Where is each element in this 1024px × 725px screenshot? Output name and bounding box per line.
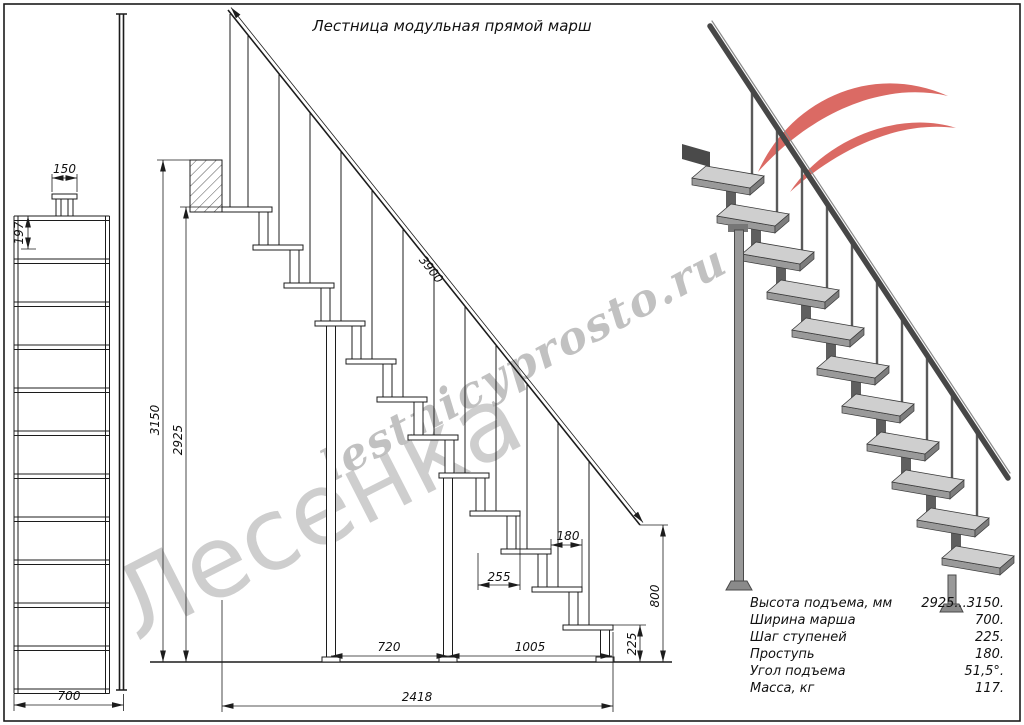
dim-label-800: 800 [648,584,662,607]
spec-value: 180. [975,647,1004,662]
wall-mount-block [189,159,223,213]
iso-balusters [750,90,979,524]
dim-label-150: 150 [53,162,76,176]
spec-value: 700. [975,613,1004,628]
iso-wall-bracket [682,144,710,167]
dim-label-1005: 1005 [515,640,546,654]
iso-rear-post-flange [939,603,964,613]
brand-logo-swoosh-top [758,83,948,172]
iso-tread-side-faces [749,175,1015,576]
dim-line-3900 [230,7,644,523]
spec-table: Высота подъема, мм 2925...3150. Ширина м… [750,596,1004,696]
iso-front-post [734,229,744,583]
spec-label: Проступь [750,647,815,662]
spec-label: Ширина марша [750,613,856,628]
spec-value: 51,5°. [964,664,1004,679]
brand-logo-swoosh-bottom [790,122,956,192]
iso-tread-top-faces [691,165,1015,569]
front-view-rails [13,216,110,694]
iso-handrail [707,23,1011,481]
dim-label-255: 255 [488,570,511,584]
dim-label-2418: 2418 [402,690,433,704]
dim-label-720: 720 [378,640,401,654]
spec-label: Шаг ступеней [750,630,847,645]
side-view: 3900 3150 2925 180 255 225 800 720 1005 … [148,7,672,712]
front-view-top-column [55,199,74,216]
iso-front-post-flange [725,580,753,591]
front-view-top-bracket [51,193,78,200]
dim-label-700: 700 [58,689,81,703]
front-view: 150 197 700 [12,13,127,711]
dim-label-197: 197 [12,221,26,244]
dim-label-2925: 2925 [171,425,185,456]
dim-label-3150: 3150 [148,404,162,435]
spec-value: 2925...3150. [921,596,1004,611]
spec-value: 117. [975,681,1004,696]
front-view-handrail-post [116,13,127,691]
spec-label: Масса, кг [750,681,815,696]
iso-handrail-highlight [711,20,1011,474]
spec-value: 225. [975,630,1004,645]
iso-view [682,20,1015,613]
dim-label-180: 180 [557,529,580,543]
iso-front-post-head [728,224,748,232]
front-view-steps [14,215,110,694]
spec-label: Высота подъема, мм [750,596,892,611]
drawing-title: Лестница модульная прямой марш [311,17,592,35]
spec-label: Угол подъема [750,664,846,679]
dim-label-225: 225 [625,633,639,656]
brand-logo [758,83,956,192]
